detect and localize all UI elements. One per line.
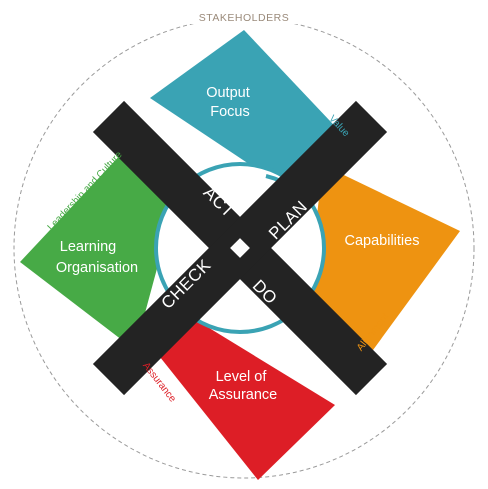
label-output-focus-line2: Focus: [210, 104, 250, 120]
label-learning-organisation: Learning Organisation: [56, 239, 138, 276]
label-output-focus: Output Focus: [206, 85, 254, 120]
label-assurance-line2: Assurance: [209, 387, 278, 403]
label-capabilities-line1: Capabilities: [345, 233, 420, 249]
label-output-focus-line1: Output: [206, 85, 250, 101]
stakeholders-circle: [13, 17, 475, 479]
quadrant-learning-organisation: [20, 150, 175, 350]
quadrant-output-focus: [150, 30, 348, 194]
label-level-of-assurance: Level of Assurance: [209, 369, 278, 403]
pdca-cross: [92, 100, 388, 396]
label-learning-line2: Organisation: [56, 260, 138, 276]
label-learning-line1: Learning: [60, 239, 116, 255]
quadrant-level-of-assurance: [148, 312, 335, 480]
stakeholders-label: STAKEHOLDERS: [199, 12, 289, 24]
label-capabilities: Capabilities: [345, 233, 420, 249]
quadrant-capabilities: [307, 165, 460, 350]
label-assurance-line1: Level of: [216, 369, 268, 385]
